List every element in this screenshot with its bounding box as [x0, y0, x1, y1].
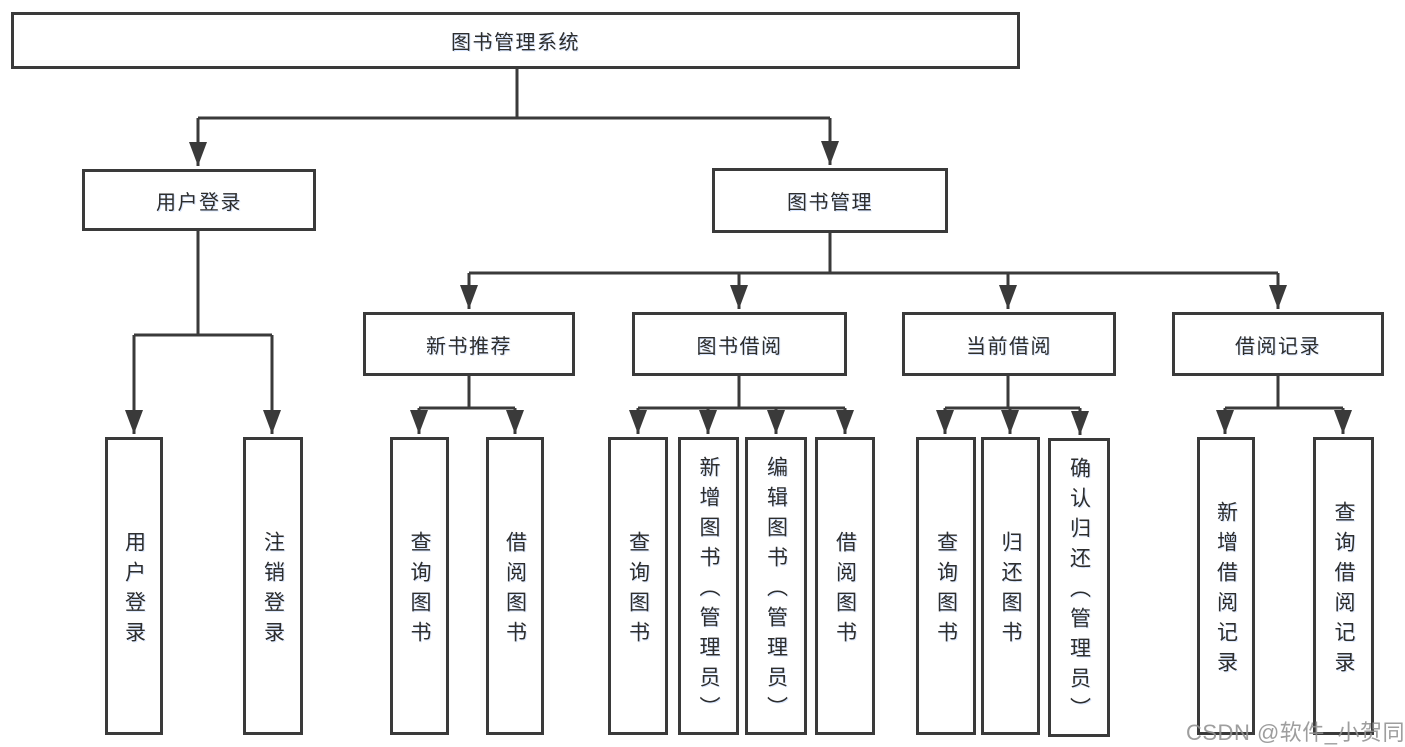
leaf-confirm-return-admin-label: 确认归还（管理员） [1067, 457, 1091, 727]
leaf-add-borrow-record: 新增借阅记录 [1197, 437, 1255, 735]
leaf-logout: 注销登录 [243, 437, 303, 735]
leaf-add-books-admin-label: 新增图书（管理员） [697, 455, 720, 726]
node-root-label: 图书管理系统 [451, 32, 580, 54]
node-user-login-label: 用户登录 [156, 191, 242, 214]
connector-current-group [945, 376, 1080, 410]
node-current-borrow: 当前借阅 [902, 312, 1116, 376]
node-root: 图书管理系统 [11, 12, 1020, 69]
node-borrow-records: 借阅记录 [1172, 312, 1384, 376]
node-book-borrow-label: 图书借阅 [696, 335, 783, 358]
node-new-book-recommend: 新书推荐 [363, 312, 575, 376]
leaf-add-borrow-record-label: 新增借阅记录 [1214, 500, 1238, 681]
leaf-edit-books-admin-label: 编辑图书（管理员） [764, 455, 788, 726]
node-new-book-recommend-label: 新书推荐 [426, 335, 512, 358]
leaf-borrow-books-1: 借阅图书 [486, 437, 544, 735]
leaf-query-borrow-record-label: 查询借阅记录 [1332, 500, 1355, 681]
leaf-query-borrow-record: 查询借阅记录 [1313, 437, 1374, 735]
connector-user-login-group [134, 231, 272, 337]
connector-records-group [1225, 376, 1343, 410]
connector-new-books-group [419, 376, 515, 410]
leaf-logout-label: 注销登录 [261, 530, 285, 651]
leaf-borrow-books-2: 借阅图书 [815, 437, 875, 735]
leaf-query-books-3: 查询图书 [916, 437, 976, 735]
leaf-query-books-2-label: 查询图书 [626, 530, 650, 651]
connector-root-to-level2 [198, 69, 830, 120]
leaf-borrow-books-1-label: 借阅图书 [503, 530, 527, 651]
node-user-login: 用户登录 [82, 169, 316, 231]
connector-book-mgmt-to-level3 [469, 233, 1278, 275]
leaf-confirm-return-admin: 确认归还（管理员） [1048, 438, 1110, 737]
node-book-borrow: 图书借阅 [632, 312, 847, 376]
leaf-query-books-1-label: 查询图书 [408, 530, 431, 651]
node-book-management-label: 图书管理 [787, 192, 873, 214]
watermark-text: CSDN @软件_小贺同学 [1186, 720, 1405, 745]
leaf-return-books: 归还图书 [981, 437, 1040, 735]
node-borrow-records-label: 借阅记录 [1235, 335, 1321, 358]
leaf-query-books-3-label: 查询图书 [934, 530, 958, 651]
leaf-edit-books-admin: 编辑图书（管理员） [745, 437, 807, 735]
leaf-user-login: 用户登录 [105, 437, 163, 735]
leaf-query-books-2: 查询图书 [608, 437, 668, 735]
leaf-return-books-label: 归还图书 [999, 530, 1022, 651]
leaf-query-books-1: 查询图书 [390, 437, 449, 735]
node-book-management: 图书管理 [712, 168, 948, 233]
leaf-add-books-admin: 新增图书（管理员） [678, 437, 739, 735]
leaf-user-login-label: 用户登录 [122, 530, 146, 651]
node-current-borrow-label: 当前借阅 [966, 335, 1052, 358]
leaf-borrow-books-2-label: 借阅图书 [833, 530, 857, 651]
connector-borrowing-group [638, 376, 845, 410]
